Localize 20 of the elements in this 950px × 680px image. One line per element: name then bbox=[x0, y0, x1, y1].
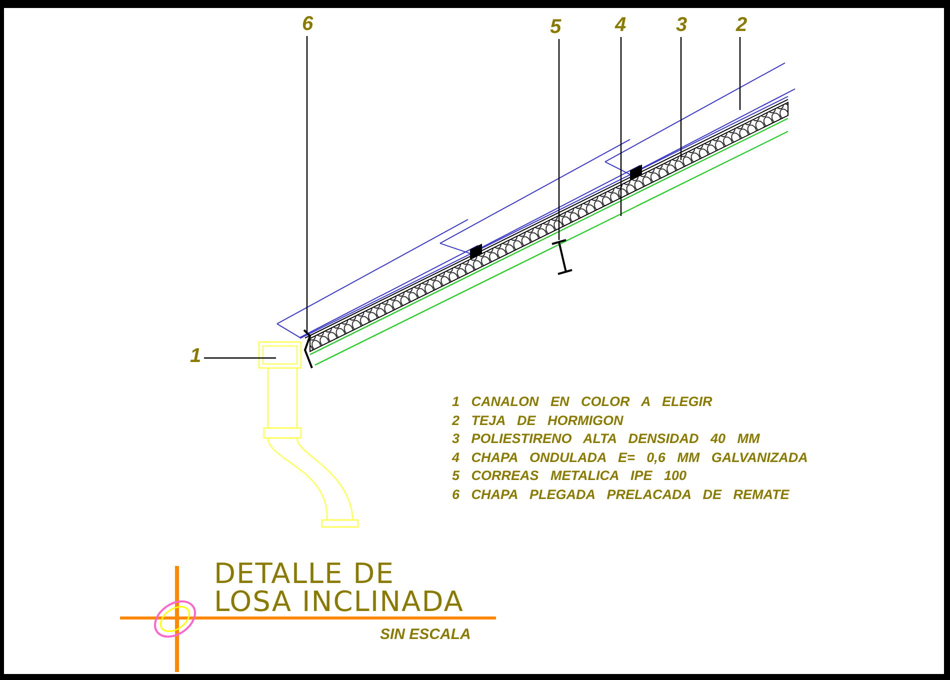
callout-number: 2 bbox=[736, 15, 748, 35]
callout-number: 6 bbox=[302, 14, 314, 34]
leader-line bbox=[620, 37, 622, 216]
drawing-title: DETALLE DE LOSA INCLINADA bbox=[214, 560, 465, 616]
callout-number: 3 bbox=[676, 15, 688, 35]
legend-note: 6 CHAPA PLEGADA PRELACADA DE REMATE bbox=[452, 487, 790, 503]
callout-number: 4 bbox=[615, 15, 626, 35]
legend-note: 2 TEJA DE HORMIGON bbox=[452, 412, 624, 429]
leader-line bbox=[739, 37, 741, 110]
leader-line bbox=[306, 36, 308, 334]
scale-note: SIN ESCALA bbox=[380, 627, 471, 643]
callout-number: 5 bbox=[550, 17, 562, 37]
legend-note: 5 CORREAS METALICA IPE 100 bbox=[452, 468, 687, 484]
leader-line bbox=[558, 39, 560, 240]
legend-note: 4 CHAPA ONDULADA E= 0,6 MM GALVANIZADA bbox=[452, 450, 808, 466]
callout-number: 1 bbox=[190, 346, 202, 366]
leader-line bbox=[680, 37, 682, 160]
legend-note: 3 POLIESTIRENO ALTA DENSIDAD 40 MM bbox=[452, 431, 760, 448]
legend-note: 1 CANALON EN COLOR A ELEGIR bbox=[452, 394, 712, 410]
leader-line bbox=[204, 357, 276, 359]
